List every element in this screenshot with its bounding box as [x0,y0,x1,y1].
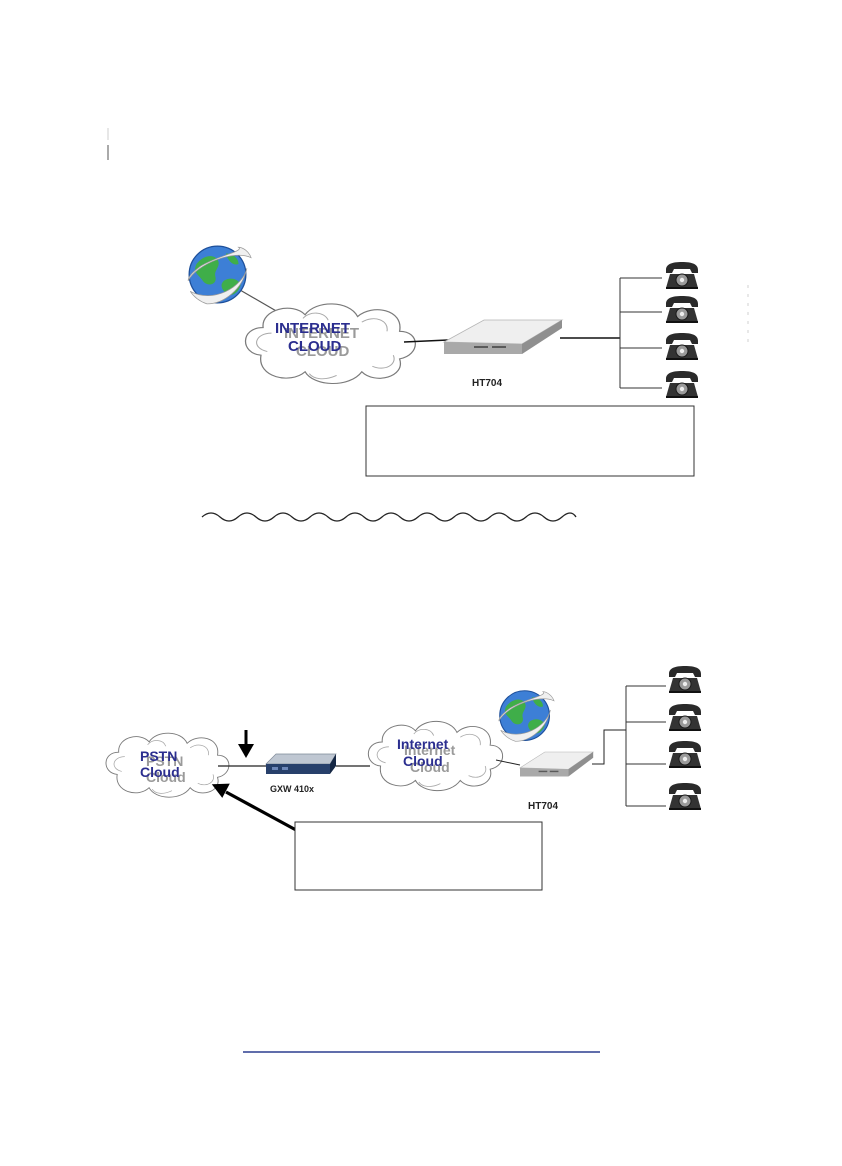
telephone-icon [668,665,702,694]
telephone-icon [668,703,702,732]
cloud-label-line2: CLOUD [288,338,341,355]
caption-box [294,821,543,891]
device-label: HT704 [528,801,558,812]
cloud-label-line1: INTERNET [275,320,350,337]
wavy-separator [201,512,577,522]
router-icon [443,319,563,355]
telephone-icon [665,295,699,324]
telephone-icon [665,261,699,290]
telephone-icon [668,740,702,769]
gateway-icon [265,753,337,774]
caption-box [365,405,695,477]
bottom-diagram: PSTN Cloud PSTN Cloud GXW 410x Internet … [105,665,702,891]
pointer-arrow-icon [211,783,297,832]
telephone-icon [665,370,699,399]
cloud-label-shadow: Cloud [410,759,450,775]
pstn-label-line1: PSTN [140,748,177,764]
cloud-router-link [403,339,449,343]
telephone-icon [668,782,702,811]
gateway-label: GXW 410x [270,784,314,794]
cloud-label-shadow: INTERNET [284,325,359,342]
globe-icon [187,245,252,305]
router-bus-link [592,729,626,765]
router-icon [519,751,594,777]
pstn-label-line2: Cloud [140,764,180,780]
cloud-label-line2: Cloud [403,753,443,769]
cloud-label-line1: Internet [397,736,449,752]
telephone-icon [665,332,699,361]
pstn-label-shadow: Cloud [146,769,186,785]
top-diagram: INTERNET CLOUD INTERNET CLOUD HT704 [187,245,749,477]
cloud-router-link [495,759,521,766]
cloud-label-shadow: CLOUD [296,343,349,360]
cloud-label-shadow: Internet [404,742,456,758]
globe-icon [498,690,555,742]
device-label: HT704 [472,378,502,389]
globe-connector [239,289,279,313]
pstn-label-shadow: PSTN [146,753,183,769]
arrow-icon [238,730,254,758]
